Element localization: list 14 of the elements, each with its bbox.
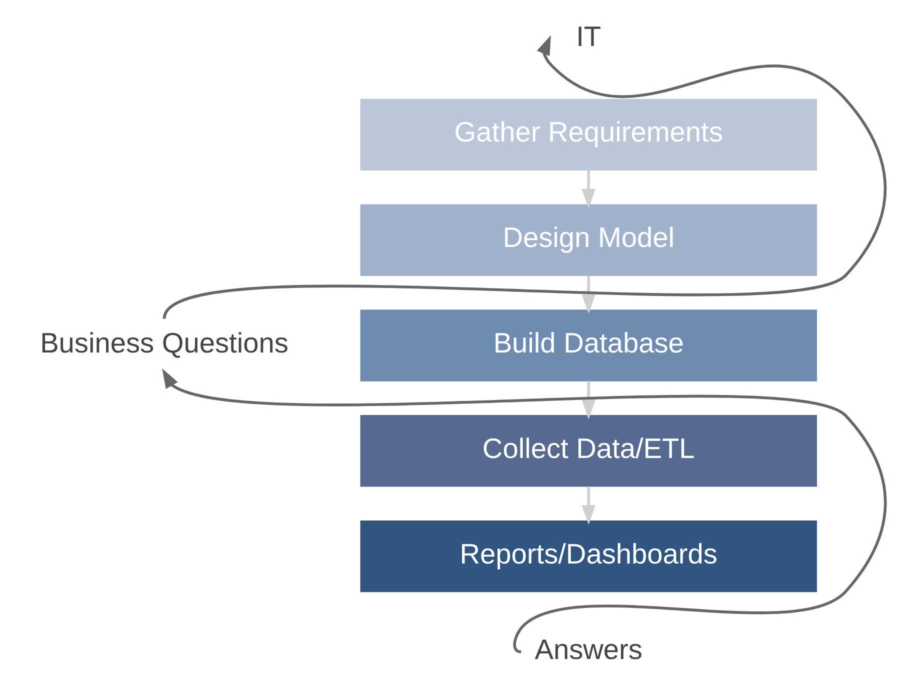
node-box: Reports/Dashboards: [360, 520, 816, 592]
arrow: [581, 276, 595, 314]
node-box: Gather Requirements: [360, 98, 816, 171]
node-box: Design Model: [360, 204, 816, 276]
node-box: Collect Data/ETL: [360, 415, 816, 487]
node-text: Business Questions: [40, 328, 288, 359]
node-box: Build Database: [360, 310, 816, 382]
arrow: [162, 35, 886, 320]
arrow: [581, 486, 595, 525]
arrow: [581, 381, 595, 420]
node-text: IT: [576, 21, 601, 52]
arrow: [581, 170, 595, 209]
arrow: [162, 368, 886, 653]
node-text: Answers: [534, 634, 642, 665]
